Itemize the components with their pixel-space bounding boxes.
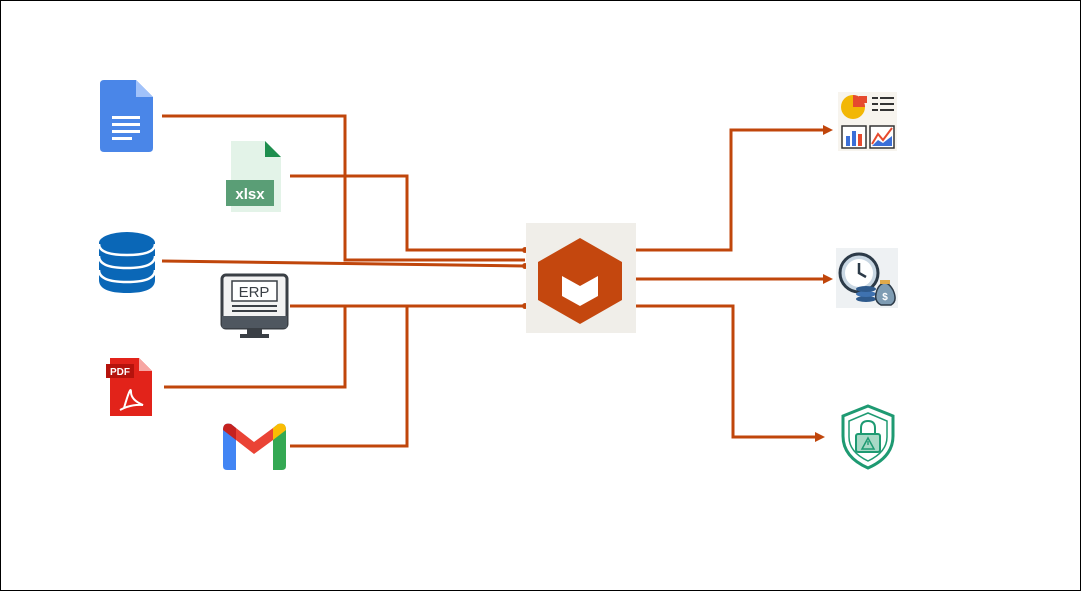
connector-gmail	[290, 306, 409, 448]
dollar-symbol-icon: $	[882, 292, 888, 303]
xlsx-label: xlsx	[235, 186, 265, 203]
erp-monitor-icon: ERP	[220, 273, 289, 338]
time-money-icon: $	[836, 248, 898, 308]
output-connectors	[636, 125, 833, 442]
connector-pdf	[164, 306, 347, 389]
xlsx-file-icon: xlsx	[226, 141, 281, 212]
google-docs-icon	[100, 80, 153, 152]
security-shield-icon	[841, 404, 895, 470]
gmail-icon	[223, 423, 286, 470]
connector-to-analytics	[636, 125, 833, 252]
connector-xlsx	[290, 174, 525, 252]
connector-docs	[162, 114, 525, 262]
erp-label: ERP	[239, 284, 270, 301]
connector-database	[161, 259, 526, 268]
connector-to-security	[636, 304, 825, 442]
database-icon	[97, 232, 157, 293]
pdf-file-icon: PDF	[106, 358, 152, 416]
hub-logo-icon	[526, 223, 636, 333]
analytics-dashboard-icon	[838, 92, 897, 151]
pdf-label: PDF	[110, 367, 130, 378]
input-connectors	[161, 114, 526, 448]
